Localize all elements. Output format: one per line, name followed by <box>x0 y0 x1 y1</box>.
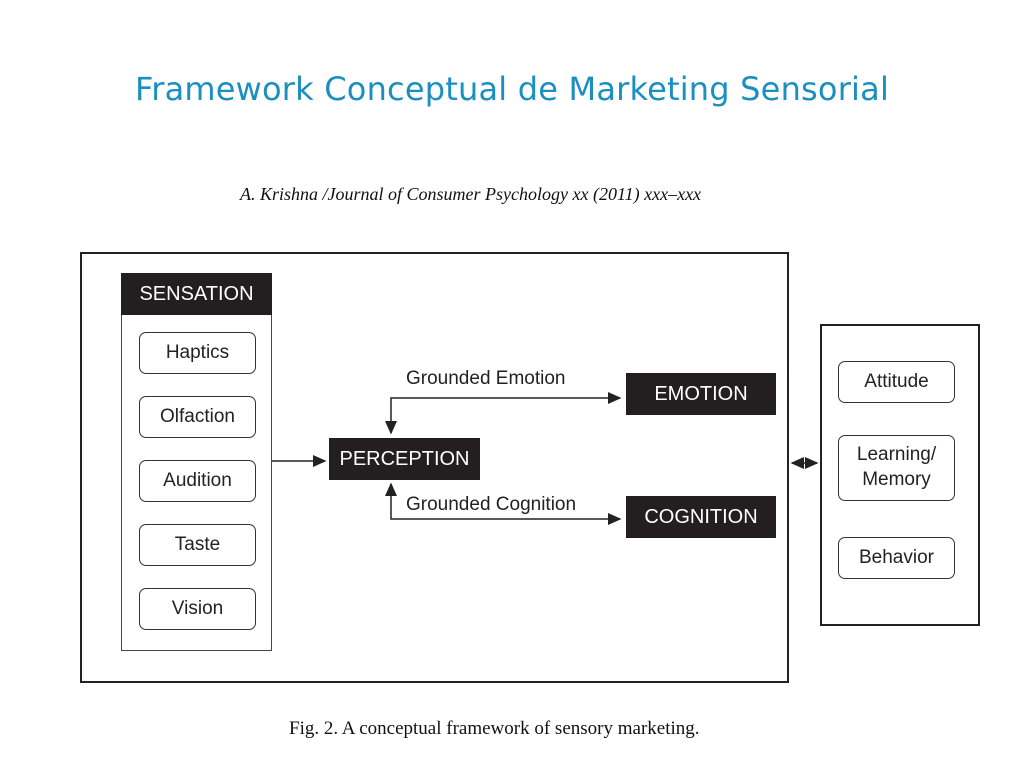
sense-haptics: Haptics <box>139 332 256 374</box>
perception-label: PERCEPTION <box>329 438 480 480</box>
outcome-attitude: Attitude <box>838 361 955 403</box>
figure-caption: Fig. 2. A conceptual framework of sensor… <box>289 718 700 739</box>
sensation-header: SENSATION <box>121 273 272 315</box>
grounded-emotion-label: Grounded Emotion <box>406 368 566 389</box>
outcome-learning-line1: Learning/ <box>856 444 937 466</box>
emotion-label: EMOTION <box>626 373 776 415</box>
sense-vision: Vision <box>139 588 256 630</box>
sense-taste: Taste <box>139 524 256 566</box>
sense-olfaction: Olfaction <box>139 396 256 438</box>
cognition-label: COGNITION <box>626 496 776 538</box>
slide-title: Framework Conceptual de Marketing Sensor… <box>134 70 890 108</box>
framework-frame <box>80 252 789 683</box>
outcome-learning-line2: Memory <box>862 469 931 490</box>
journal-citation: A. Krishna /Journal of Consumer Psycholo… <box>240 184 702 204</box>
outcome-learning-memory: Learning/ Memory <box>838 435 955 501</box>
sense-audition: Audition <box>139 460 256 502</box>
outcome-behavior: Behavior <box>838 537 955 579</box>
outcomes-frame <box>820 324 980 626</box>
grounded-cognition-label: Grounded Cognition <box>406 494 577 515</box>
